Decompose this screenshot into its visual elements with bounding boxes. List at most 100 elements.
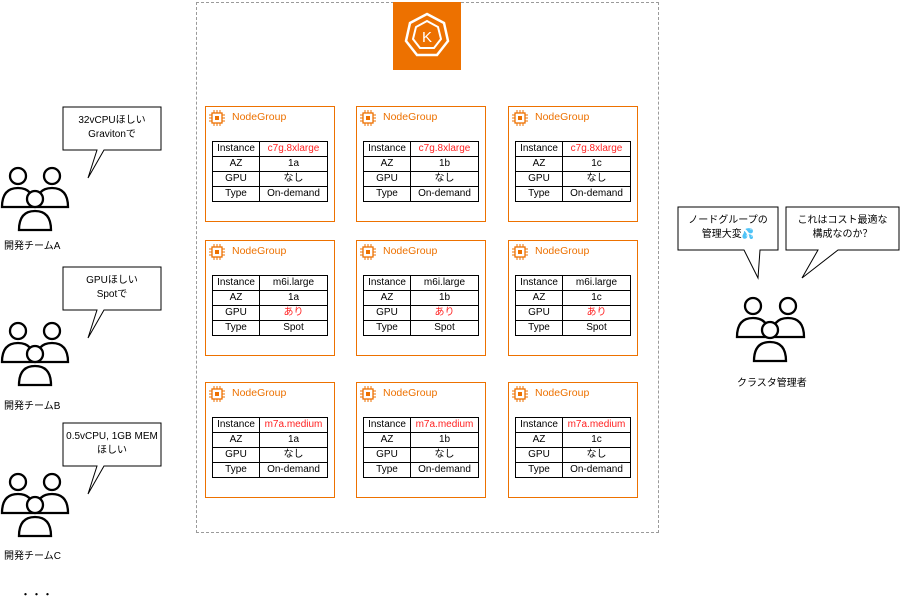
bubble-c-line2: ほしい [97,445,127,456]
team-a-label: 開発チームA [4,241,61,252]
bubble-text-team-b: GPUほしい Spotで [63,274,161,302]
bubble-text-team-c: 0.5vCPU, 1GB MEM ほしい [63,430,161,458]
spec-value-instance: m6i.large [259,275,328,291]
svg-text:K: K [422,29,432,46]
speech-bubble-admin-1 [677,206,779,280]
chip-icon [360,244,376,260]
nodegroup-header: NodeGroup [206,107,334,129]
bubble-c-line1: 0.5vCPU, 1GB MEM [66,431,158,442]
spec-value-type: On-demand [562,462,631,478]
kubernetes-logo-icon: K [393,2,461,70]
admin-bubble2-line2: 構成なのか？ [812,229,873,240]
spec-value-type: On-demand [562,186,631,202]
spec-value-type: On-demand [259,462,328,478]
nodegroup-title: NodeGroup [383,245,438,257]
nodegroup-header: NodeGroup [509,241,637,263]
spec-key-type: Type [363,320,411,336]
team-b-label: 開発チームB [4,401,61,412]
nodegroup-header: NodeGroup [509,107,637,129]
admin-label: クラスタ管理者 [737,378,807,389]
spec-key-type: Type [515,462,563,478]
bubble-a-line2: Gravitonで [88,129,136,140]
bubble-text-admin-1: ノードグループの 管理大変💦 [678,214,778,242]
nodegroup-header: NodeGroup [206,383,334,405]
chip-icon [512,386,528,402]
chip-icon [209,386,225,402]
nodegroup-title: NodeGroup [383,387,438,399]
bubble-b-line1: GPUほしい [86,275,138,286]
speech-bubble-admin-2 [785,206,900,279]
bubble-text-team-a: 32vCPUほしい Gravitonで [63,114,161,142]
team-c-label: 開発チームC [4,551,61,562]
nodegroup-header: NodeGroup [509,383,637,405]
spec-value-type: On-demand [410,186,479,202]
chip-icon [209,110,225,126]
nodegroup-header: NodeGroup [357,383,485,405]
nodegroup-title: NodeGroup [535,245,590,257]
bubble-text-admin-2: これはコスト最適な 構成なのか？ [786,214,899,242]
nodegroup-header: NodeGroup [357,107,485,129]
nodegroup-header: NodeGroup [357,241,485,263]
more-teams-ellipsis: ・・・ [20,589,53,601]
nodegroup-title: NodeGroup [535,387,590,399]
spec-value-type: On-demand [259,186,328,202]
people-group-icon-a [0,166,70,232]
spec-value-type: Spot [562,320,631,336]
spec-value-type: Spot [410,320,479,336]
nodegroup-title: NodeGroup [383,111,438,123]
spec-key-type: Type [212,320,260,336]
nodegroup-header: NodeGroup [206,241,334,263]
admin-bubble1-line1: ノードグループの [688,215,768,226]
people-group-icon-c [0,472,70,538]
speech-bubble-team-b [62,266,162,339]
chip-icon [360,110,376,126]
nodegroup-title: NodeGroup [232,111,287,123]
admin-bubble2-line1: これはコスト最適な [797,215,888,226]
spec-value-type: Spot [259,320,328,336]
bubble-b-line2: Spotで [96,289,128,300]
spec-value-type: On-demand [410,462,479,478]
nodegroup-title: NodeGroup [232,245,287,257]
speech-bubble-team-c [62,422,162,495]
bubble-a-line1: 32vCPUほしい [78,115,146,126]
people-group-icon-b [0,321,70,387]
spec-key-type: Type [363,462,411,478]
sweat-drops-icon: 💦 [741,229,755,240]
